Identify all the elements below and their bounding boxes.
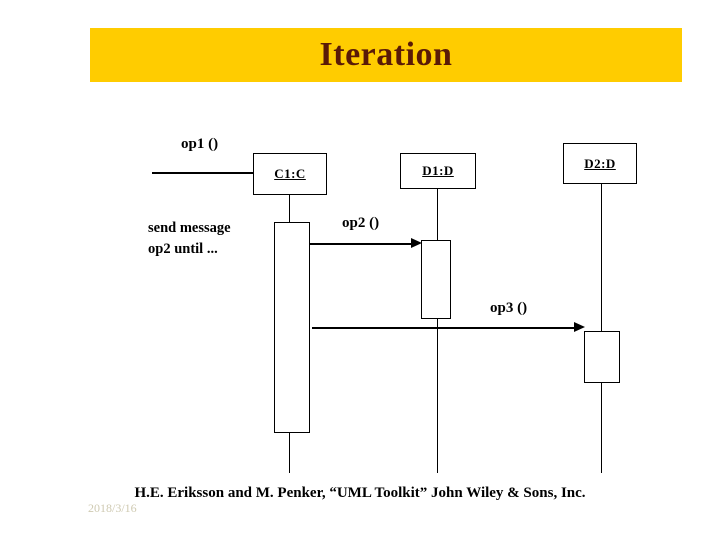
message-arrow-op1 — [152, 172, 254, 174]
lifeline-label-d1: D1:D — [422, 163, 454, 178]
message-arrow-op2 — [310, 243, 414, 245]
message-label-op2: op2 () — [342, 215, 380, 231]
lifeline-box-c1[interactable]: C1:C — [253, 153, 327, 195]
activation-bar-d1 — [421, 240, 451, 319]
message-label-op3: op3 () — [490, 300, 528, 316]
message-arrowhead-op2 — [411, 238, 422, 248]
lifeline-line-d1 — [437, 189, 438, 473]
lifeline-label-c1: C1:C — [274, 166, 306, 181]
activation-bar-c1 — [274, 222, 310, 433]
message-arrow-op3 — [312, 327, 577, 329]
lifeline-box-d1[interactable]: D1:D — [400, 153, 476, 189]
activation-bar-d2 — [584, 331, 620, 383]
lifeline-box-d2[interactable]: D2:D — [563, 143, 637, 184]
footer-date: 2018/3/16 — [88, 501, 137, 515]
lifeline-line-d2 — [601, 184, 602, 473]
message-arrowhead-op3 — [574, 322, 585, 332]
lifeline-label-d2: D2:D — [584, 155, 616, 171]
page-title: Iteration — [319, 36, 453, 73]
footer-citation: H.E. Eriksson and M. Penker, “UML Toolki… — [134, 485, 586, 501]
iteration-note-line-2: op2 until ... — [148, 241, 218, 257]
iteration-note: send message op2 until ... — [148, 218, 298, 260]
title-banner: Iteration — [90, 28, 682, 82]
message-label-op1: op1 () — [181, 136, 219, 152]
iteration-note-line-1: send message — [148, 220, 231, 236]
